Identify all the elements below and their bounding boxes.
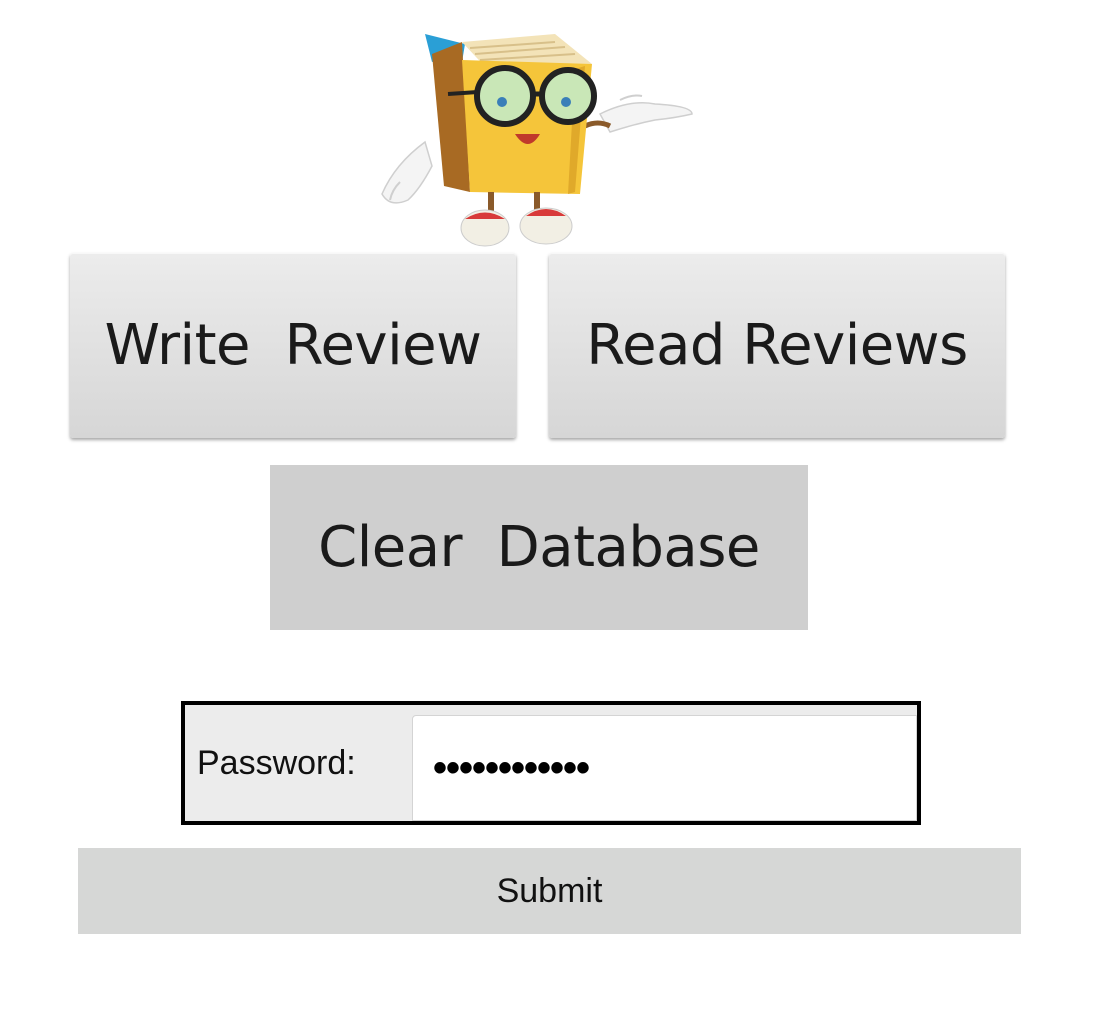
write-review-button[interactable]: Write Review — [70, 253, 516, 438]
clear-database-button[interactable]: Clear Database — [270, 465, 808, 630]
read-reviews-button[interactable]: Read Reviews — [549, 253, 1005, 438]
password-form: Password: — [181, 701, 921, 825]
submit-button[interactable]: Submit — [78, 848, 1021, 934]
book-mascot-icon — [381, 34, 693, 247]
password-label: Password: — [197, 743, 356, 782]
password-input[interactable] — [412, 715, 917, 821]
